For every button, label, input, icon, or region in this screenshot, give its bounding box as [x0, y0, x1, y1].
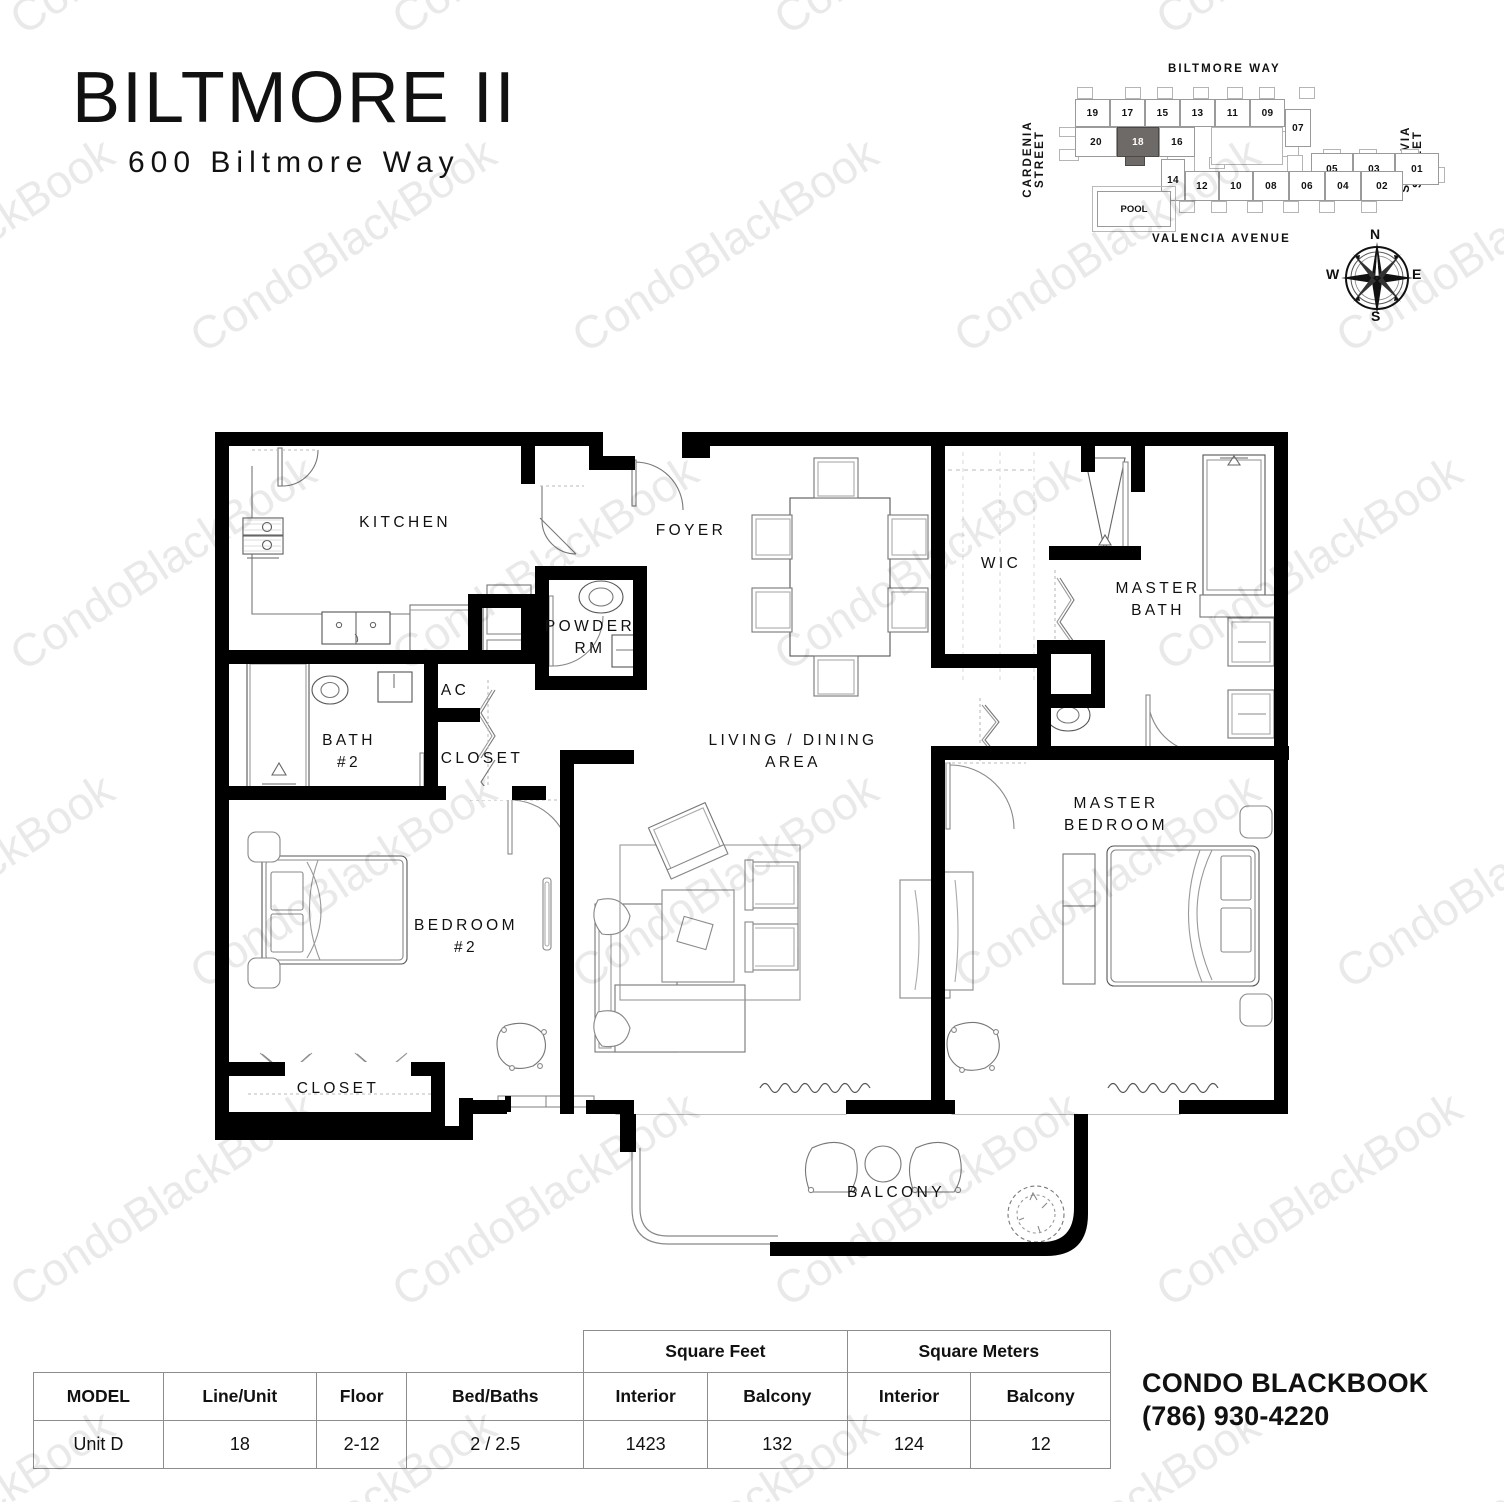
col-header-model: MODEL: [33, 1372, 164, 1421]
room-label-master-bath: MASTER BATH: [1115, 580, 1201, 620]
keyplan-unit-10[interactable]: 10: [1219, 171, 1253, 201]
street-label-biltmore-way: BILTMORE WAY: [1168, 63, 1281, 75]
cell-bed-baths: 2 / 2.5: [406, 1420, 585, 1469]
keyplan-tab: [1319, 201, 1335, 213]
cell-sf-interior: 1423: [583, 1420, 709, 1469]
keyplan-pool: POOL: [1097, 191, 1171, 227]
compass-label-east: E: [1412, 266, 1422, 282]
cell-sm-interior: 124: [846, 1420, 972, 1469]
keyplan-tab: [1077, 87, 1093, 99]
key-plan: BILTMORE WAY VALENCIA AVENUE CARDENIA ST…: [1000, 55, 1470, 335]
group-header-square-feet: Square Feet: [583, 1330, 848, 1373]
keyplan-core: [1211, 127, 1283, 165]
keyplan-tab: [1211, 201, 1227, 213]
col-header-sm-interior: Interior: [846, 1372, 972, 1421]
col-header-sf-interior: Interior: [583, 1372, 709, 1421]
cell-line-unit: 18: [162, 1420, 317, 1469]
keyplan-unit-17[interactable]: 17: [1110, 99, 1145, 127]
cell-floor: 2-12: [315, 1420, 408, 1469]
col-header-bed-baths: Bed/Baths: [406, 1372, 585, 1421]
keyplan-tab: [1193, 87, 1209, 99]
street-label-cardenia-street: CARDENIA STREET: [1022, 120, 1046, 198]
keyplan-unit-19[interactable]: 19: [1075, 99, 1110, 127]
room-label-master-bedroom: MASTER BEDROOM: [1064, 795, 1168, 835]
room-label-wic: WIC: [980, 555, 1022, 572]
keyplan-unit-04[interactable]: 04: [1325, 171, 1361, 201]
keyplan-unit-08[interactable]: 08: [1253, 171, 1289, 201]
keyplan-tab: [1125, 87, 1141, 99]
keyplan-tab: [1179, 201, 1195, 213]
group-spacer-2: [163, 1331, 316, 1373]
col-header-floor: Floor: [315, 1372, 408, 1421]
keyplan-unit-16[interactable]: 16: [1159, 127, 1195, 157]
keyplan-tab: [1259, 87, 1275, 99]
group-header-square-meters: Square Meters: [846, 1330, 1112, 1373]
table-group-header-row: Square Feet Square Meters: [34, 1330, 1112, 1373]
keyplan-unit-14[interactable]: 14: [1161, 159, 1185, 201]
cell-sm-balcony: 12: [970, 1420, 1111, 1469]
col-header-line-unit: Line/Unit: [162, 1372, 317, 1421]
keyplan-unit-02[interactable]: 02: [1361, 171, 1403, 201]
keyplan-unit-15[interactable]: 15: [1145, 99, 1180, 127]
group-spacer-4: [407, 1331, 584, 1373]
floor-plan-svg: [215, 432, 1289, 1256]
room-label-living-dining: LIVING / DINING AREA: [708, 732, 878, 772]
group-spacer-1: [34, 1331, 164, 1373]
room-label-bath-2: BATH #2: [322, 732, 376, 772]
page-header: BILTMORE II 600 Biltmore Way: [72, 62, 517, 180]
page-title: BILTMORE II: [72, 58, 517, 138]
keyplan-unit-11[interactable]: 11: [1215, 99, 1250, 127]
room-label-balcony: BALCONY: [847, 1184, 945, 1201]
keyplan-unit-13[interactable]: 13: [1180, 99, 1215, 127]
keyplan-tab: [1227, 87, 1243, 99]
table-header-row: MODEL Line/Unit Floor Bed/Baths Interior…: [33, 1372, 1111, 1421]
keyplan-unit-06[interactable]: 06: [1289, 171, 1325, 201]
compass-rose: N S E W: [1322, 226, 1432, 328]
keyplan-unit-09[interactable]: 09: [1250, 99, 1285, 127]
compass-label-south: S: [1371, 308, 1381, 324]
cell-sf-balcony: 132: [707, 1420, 848, 1469]
compass-rose-icon: [1341, 242, 1413, 314]
keyplan-unit-07[interactable]: 07: [1285, 109, 1311, 147]
keyplan-tab: [1299, 87, 1315, 99]
keyplan-unit-12[interactable]: 12: [1185, 171, 1219, 201]
room-label-closet-hall: CLOSET: [440, 750, 524, 767]
keyplan-pool-outline: [1092, 186, 1176, 232]
brand-phone: (786) 930-4220: [1142, 1401, 1330, 1431]
street-label-valencia-avenue: VALENCIA AVENUE: [1152, 233, 1291, 245]
brand-logo: CONDO BLACKBOOK (786) 930-4220: [1142, 1368, 1429, 1432]
page-subtitle: 600 Biltmore Way: [128, 146, 460, 179]
keyplan-tab: [1157, 87, 1173, 99]
col-header-sf-balcony: Balcony: [707, 1372, 848, 1421]
keyplan-balcony-18: [1125, 156, 1145, 166]
room-label-powder-room: POWDER RM: [544, 618, 636, 658]
floor-plan: KITCHEN FOYER POWDER RM AC CLOSET BATH #…: [215, 432, 1289, 1256]
col-header-sm-balcony: Balcony: [970, 1372, 1111, 1421]
room-label-bedroom-2: BEDROOM #2: [414, 917, 518, 957]
keyplan-tab: [1361, 201, 1377, 213]
room-label-kitchen: KITCHEN: [359, 514, 451, 531]
keyplan-unit-18-highlighted[interactable]: 18: [1117, 127, 1159, 157]
brand-name: CONDO BLACKBOOK: [1142, 1368, 1429, 1398]
room-label-closet-bedroom: CLOSET: [296, 1080, 380, 1097]
room-label-ac-closet: AC: [440, 682, 470, 699]
compass-label-north: N: [1370, 226, 1381, 242]
keyplan-unit-20[interactable]: 20: [1075, 127, 1117, 157]
unit-spec-table: Square Feet Square Meters MODEL Line/Uni…: [33, 1330, 1112, 1469]
keyplan-tab: [1247, 201, 1263, 213]
compass-label-west: W: [1326, 266, 1340, 282]
group-spacer-3: [316, 1331, 406, 1373]
table-row: Unit D 18 2-12 2 / 2.5 1423 132 124 12: [33, 1420, 1111, 1469]
cell-model: Unit D: [33, 1420, 164, 1469]
keyplan-tab: [1283, 201, 1299, 213]
room-label-foyer: FOYER: [655, 522, 727, 539]
